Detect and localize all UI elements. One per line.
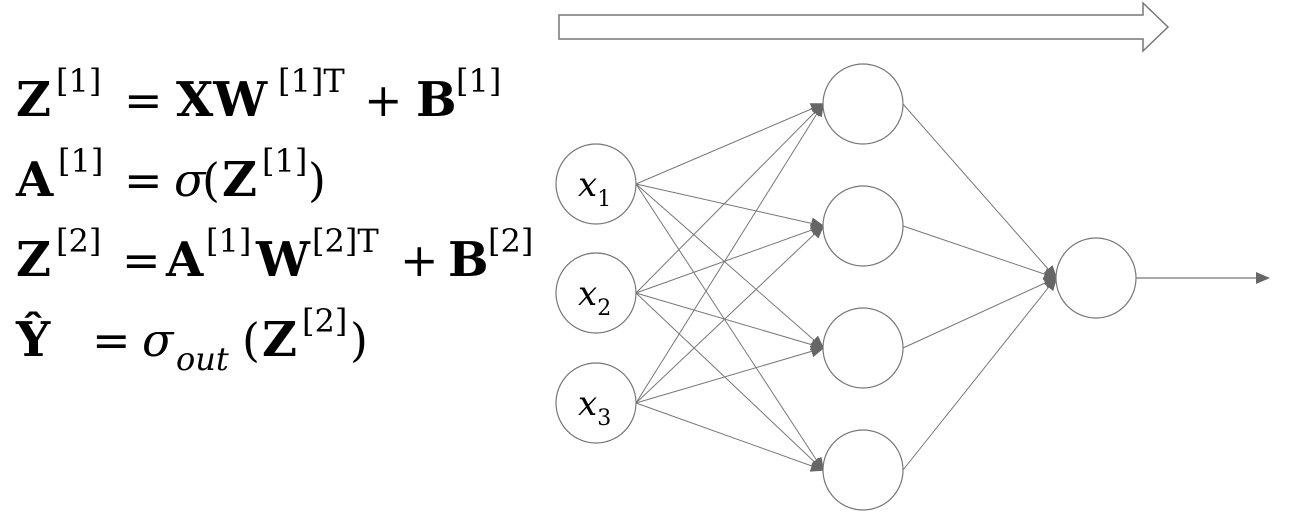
edge-input-1-hidden-4 xyxy=(635,183,825,472)
eq-yhat-z: Z xyxy=(262,312,297,368)
eq-z2-lhs-sup: [2] xyxy=(56,222,101,260)
input-node-1 xyxy=(555,143,637,225)
edge-input-3-hidden-4 xyxy=(635,402,825,472)
eq-z1-w-sup: [1]T xyxy=(278,62,345,100)
eq-yhat-lparen: ( xyxy=(242,313,260,367)
eq-a1-lhs: A xyxy=(15,152,54,208)
eq-z2-a: A xyxy=(165,232,204,288)
eq-z2-plus: + xyxy=(400,233,439,287)
input-label-2: x2 xyxy=(578,274,611,321)
eq-a1-z: Z xyxy=(222,152,257,208)
eq-z1-equals: = xyxy=(124,73,163,127)
eq-a1-lhs-sup: [1] xyxy=(58,142,103,180)
eq-a1-equals: = xyxy=(124,153,163,207)
eq-z1-xw: XW xyxy=(176,72,268,128)
hidden-node-1 xyxy=(822,63,904,145)
forward-propagation-arrow xyxy=(558,1,1170,53)
edge-input-2-hidden-1 xyxy=(635,102,825,294)
equation-a1: A [1] = σ ( Z [1] ) xyxy=(15,138,536,218)
eq-a1-z-sup: [1] xyxy=(262,142,307,180)
eq-z1-lhs-sup: [1] xyxy=(56,62,101,100)
equation-block: Z [1] = XW [1]T + B [1] A [1] = σ ( Z [1… xyxy=(0,0,540,526)
edge-input-3-hidden-1 xyxy=(635,102,825,404)
edge-input-1-hidden-2 xyxy=(635,183,825,230)
eq-z1-lhs: Z xyxy=(16,72,51,128)
hidden-node-3 xyxy=(822,307,904,389)
input-node-3 xyxy=(555,362,637,444)
eq-yhat-sigma: σ xyxy=(142,313,175,367)
eq-a1-lparen: ( xyxy=(202,153,220,207)
edge-input-1-hidden-1 xyxy=(635,103,825,185)
equation-z2: Z [2] = A [1] W [2]T + B [2] xyxy=(16,218,536,298)
eq-z1-b: B xyxy=(416,72,457,128)
hidden-node-4 xyxy=(822,429,904,511)
eq-yhat-lhs: Ŷ xyxy=(15,310,51,368)
eq-yhat-equals: = xyxy=(92,313,131,367)
edge-input-2-hidden-4 xyxy=(635,292,825,472)
network-nodes: x1 x2 x3 xyxy=(555,63,1137,511)
eq-z1-plus: + xyxy=(364,73,403,127)
edge-hidden-2-output xyxy=(902,225,1058,280)
input-label-3: x3 xyxy=(578,384,611,431)
eq-z2-w-sup: [2]T xyxy=(312,222,379,260)
edge-input-1-hidden-3 xyxy=(635,183,825,350)
eq-z1-b-sup: [1] xyxy=(456,62,501,100)
eq-z2-a-sup: [1] xyxy=(206,222,251,260)
eq-yhat-sigma-sub: out xyxy=(176,340,229,378)
input-label-1: x1 xyxy=(578,165,611,212)
eq-yhat-z-sup: [2] xyxy=(302,302,347,340)
edge-input-2-hidden-3 xyxy=(635,292,825,351)
eq-z2-b: B xyxy=(448,232,489,288)
output-node xyxy=(1055,237,1137,319)
input-node-2 xyxy=(555,252,637,334)
eq-z2-lhs: Z xyxy=(16,232,51,288)
edge-hidden-3-output xyxy=(902,277,1058,349)
edge-hidden-4-output xyxy=(902,276,1058,471)
equation-yhat: Ŷ = σ out ( Z [2] ) xyxy=(15,298,536,378)
eq-z2-equals: = xyxy=(122,233,161,287)
edge-input-3-hidden-3 xyxy=(635,345,825,404)
edge-input-3-hidden-2 xyxy=(635,224,825,404)
eq-a1-sigma: σ xyxy=(174,153,207,207)
eq-z2-b-sup: [2] xyxy=(488,222,533,260)
connection-edges xyxy=(635,102,1058,472)
edge-input-2-hidden-2 xyxy=(635,224,825,294)
eq-a1-rparen: ) xyxy=(308,153,326,207)
eq-yhat-rparen: ) xyxy=(350,313,368,367)
edge-hidden-1-output xyxy=(902,103,1058,280)
eq-z2-w: W xyxy=(255,232,311,288)
equation-z1: Z [1] = XW [1]T + B [1] xyxy=(16,58,536,138)
hidden-node-2 xyxy=(822,185,904,267)
